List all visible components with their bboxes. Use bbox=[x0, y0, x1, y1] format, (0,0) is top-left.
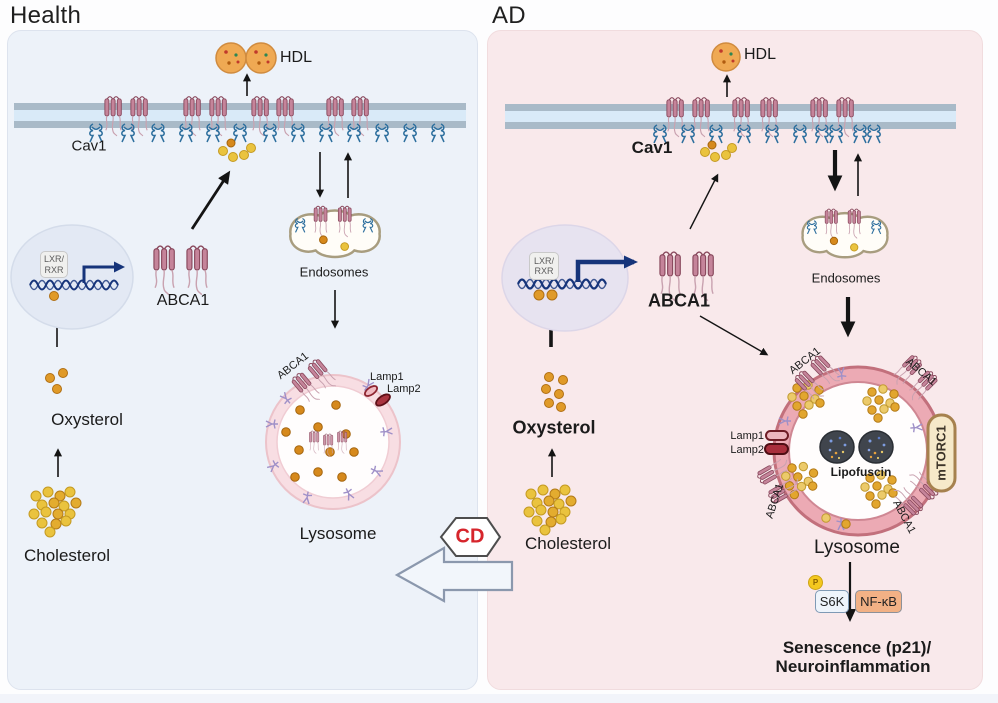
health-lxr-rxr-box: LXR/ RXR bbox=[40, 251, 68, 278]
s6k-chip: S6K bbox=[815, 590, 849, 613]
health-dna bbox=[29, 279, 119, 291]
ad-transcription-arrow bbox=[575, 255, 638, 282]
lipofuscin-label: Lipofuscin bbox=[830, 465, 892, 479]
ad-lxr-line2: RXR bbox=[534, 266, 554, 276]
ad-lamp2-marker bbox=[764, 443, 789, 455]
cd-label: CD bbox=[455, 525, 485, 548]
s6k-label: S6K bbox=[819, 594, 845, 609]
ad-lxr-rxr-box: LXR/ RXR bbox=[529, 252, 559, 280]
health-endosomes-label: Endosomes bbox=[299, 264, 369, 280]
health-lysosome-label: Lysosome bbox=[299, 524, 377, 543]
health-transcription-arrow bbox=[82, 261, 125, 283]
ad-membrane bbox=[505, 97, 956, 144]
health-abca1-label: ABCA1 bbox=[156, 292, 210, 309]
mtorc1-capsule bbox=[926, 413, 957, 493]
ad-dna bbox=[516, 278, 608, 290]
ad-cholesterol-cluster bbox=[523, 484, 577, 536]
ad-oxysterol-label: Oxysterol bbox=[512, 417, 596, 438]
health-lamp2-label: Lamp2 bbox=[387, 383, 421, 395]
outcome-line1: Senescence (p21)/ bbox=[782, 638, 932, 657]
health-endosome bbox=[290, 206, 379, 257]
health-lamp2-marker bbox=[375, 393, 391, 407]
phospho-label: P bbox=[812, 578, 819, 587]
health-oxysterol-dots bbox=[45, 368, 68, 394]
outcome-line2: Neuroinflammation bbox=[775, 657, 931, 676]
ad-lxr-line1: LXR/ bbox=[533, 255, 554, 266]
health-lamp1-label: Lamp1 bbox=[370, 371, 404, 383]
health-lamp1-marker bbox=[364, 385, 378, 397]
health-title: Health bbox=[10, 2, 82, 29]
ad-hdl-particle bbox=[711, 42, 741, 72]
cd-hexagon bbox=[439, 517, 502, 557]
ad-title: AD bbox=[492, 2, 526, 29]
health-membrane bbox=[14, 96, 466, 143]
health-panel bbox=[7, 30, 478, 690]
ad-cav1-label: Cav1 bbox=[631, 138, 673, 157]
ad-lamp1-label: Lamp1 bbox=[730, 430, 764, 442]
health-lxr-line1: LXR/ bbox=[43, 254, 64, 265]
cd-efflux-arrow bbox=[394, 517, 514, 603]
health-cav1-label: Cav1 bbox=[71, 137, 107, 155]
ad-lysosome bbox=[755, 353, 957, 537]
ad-cholesterol-label: Cholesterol bbox=[525, 534, 611, 553]
health-nucleus bbox=[10, 224, 134, 330]
health-effluxed-cholesterol bbox=[218, 138, 256, 162]
mtorc1-label: mTORC1 bbox=[933, 425, 949, 481]
nfkb-label: NF-κB bbox=[860, 594, 897, 609]
health-cholesterol-label: Cholesterol bbox=[24, 546, 110, 565]
phospho-badge: P bbox=[808, 575, 823, 590]
ad-panel bbox=[487, 30, 983, 690]
lipofuscin-granules bbox=[819, 430, 894, 464]
health-oxysterol-label: Oxysterol bbox=[51, 410, 123, 429]
ad-endosomes-label: Endosomes bbox=[811, 270, 881, 286]
ad-hdl-label: HDL bbox=[743, 46, 777, 63]
ad-lamp1-marker bbox=[765, 430, 789, 441]
ad-lysosome-label: Lysosome bbox=[814, 537, 900, 558]
ad-abca1-label: ABCA1 bbox=[647, 290, 711, 311]
health-hdl-label: HDL bbox=[279, 49, 313, 66]
nfkb-chip: NF-κB bbox=[855, 590, 902, 613]
health-hdl-particles bbox=[215, 42, 277, 74]
bottom-strip bbox=[0, 694, 998, 703]
ad-effluxed-cholesterol bbox=[700, 140, 737, 162]
health-abca1-protein bbox=[153, 245, 209, 296]
ad-oxysterol-dots bbox=[541, 372, 568, 412]
health-lxr-line2: RXR bbox=[44, 264, 64, 275]
health-lysosome bbox=[265, 357, 401, 510]
ad-lamp2-label: Lamp2 bbox=[730, 444, 764, 456]
health-arrows bbox=[52, 73, 353, 477]
health-cholesterol-cluster bbox=[28, 486, 82, 538]
ad-nucleus bbox=[501, 224, 638, 332]
ad-endosome bbox=[803, 209, 888, 257]
